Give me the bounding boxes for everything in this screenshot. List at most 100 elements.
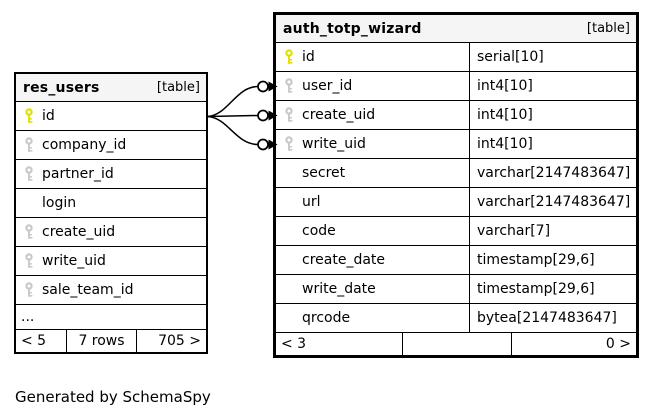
foreign-key-icon [285, 78, 293, 93]
column-row-user_id: user_id int4[10] [276, 72, 636, 101]
truncated-columns-indicator: ... [16, 305, 206, 330]
table-header[interactable]: auth_totp_wizard [table] [276, 15, 636, 43]
key-icon-cell [16, 224, 42, 240]
child-count: 0 > [605, 336, 631, 352]
column-row-partner_id: partner_id [16, 160, 206, 189]
key-icon-cell [16, 253, 42, 269]
column-name: qrcode [302, 310, 351, 326]
column-name-cell: sale_team_id [16, 276, 206, 304]
column-name: create_uid [42, 224, 116, 240]
generator-credit: Generated by SchemaSpy [15, 388, 211, 406]
table-title[interactable]: res_users [23, 79, 100, 96]
foreign-key-icon [25, 224, 33, 239]
column-name-cell: id [16, 102, 206, 130]
column-type: timestamp[29,6] [477, 252, 595, 268]
column-name-cell: url [276, 188, 470, 216]
column-name-cell: write_date [276, 275, 470, 303]
column-type: serial[10] [477, 49, 544, 65]
column-name: code [302, 223, 336, 239]
column-name-cell: qrcode [276, 304, 470, 332]
column-type: varchar[7] [477, 223, 551, 239]
table-footer: < 3 0 > [276, 333, 636, 355]
column-type: bytea[2147483647] [477, 310, 617, 326]
foreign-key-icon [25, 137, 33, 152]
table-footer: < 5 7 rows 705 > [16, 330, 206, 352]
column-row-write_uid: write_uid int4[10] [276, 130, 636, 159]
fk-circle-user-id [257, 80, 269, 93]
column-name: company_id [42, 137, 127, 153]
column-name-cell: code [276, 217, 470, 245]
column-row-company_id: company_id [16, 131, 206, 160]
column-row-login: login [16, 189, 206, 218]
column-name: id [302, 49, 315, 65]
column-type: varchar[2147483647] [477, 165, 631, 181]
key-icon-cell [276, 78, 302, 94]
column-row-create_uid: create_uid [16, 218, 206, 247]
primary-key-icon [285, 49, 293, 64]
column-name-cell: partner_id [16, 160, 206, 188]
table-type-badge: [table] [586, 21, 630, 36]
column-type: varchar[2147483647] [477, 194, 631, 210]
column-name: user_id [302, 78, 353, 94]
table-title[interactable]: auth_totp_wizard [283, 20, 422, 37]
column-name: sale_team_id [42, 282, 134, 298]
column-name: create_date [302, 252, 386, 268]
column-name-cell: write_uid [276, 130, 470, 158]
column-type: int4[10] [477, 107, 533, 123]
column-row-create_date: create_date timestamp[29,6] [276, 246, 636, 275]
parent-count: < 3 [276, 333, 403, 355]
column-name: id [42, 108, 55, 124]
primary-key-icon [25, 108, 33, 123]
column-name-cell: login [16, 189, 206, 217]
foreign-key-icon [285, 136, 293, 151]
column-row-create_uid: create_uid int4[10] [276, 101, 636, 130]
column-name-cell: id [276, 43, 470, 71]
column-row-id: id serial[10] [276, 43, 636, 72]
column-name: url [302, 194, 321, 210]
fk-line-create-uid [207, 114, 259, 118]
fk-line-user-id [207, 85, 259, 118]
column-name-cell: user_id [276, 72, 470, 100]
child-count: 705 > [158, 333, 201, 349]
row-count: 7 rows [67, 330, 137, 352]
spacer-cell [403, 333, 512, 355]
column-row-code: code varchar[7] [276, 217, 636, 246]
column-type: int4[10] [477, 136, 533, 152]
fk-line-write-uid [207, 115, 259, 146]
key-icon-cell [16, 108, 42, 124]
column-name: write_uid [42, 253, 106, 269]
key-icon-cell [276, 107, 302, 123]
table-res-users: res_users [table] id company_id partner_id… [14, 72, 208, 354]
table-auth-totp-wizard: auth_totp_wizard [table] id serial[10] use… [273, 12, 639, 358]
table-header[interactable]: res_users [table] [16, 74, 206, 102]
key-icon-cell [16, 166, 42, 182]
column-row-url: url varchar[2147483647] [276, 188, 636, 217]
column-row-secret: secret varchar[2147483647] [276, 159, 636, 188]
key-icon-cell [16, 137, 42, 153]
column-row-write_uid: write_uid [16, 247, 206, 276]
key-icon-cell [276, 136, 302, 152]
column-row-sale_team_id: sale_team_id [16, 276, 206, 305]
column-name: partner_id [42, 166, 114, 182]
fk-circle-create-uid [257, 109, 269, 122]
column-name: login [42, 195, 77, 211]
key-icon-cell [16, 282, 42, 298]
column-name-cell: create_uid [16, 218, 206, 246]
fk-circle-write-uid [257, 138, 269, 151]
column-name-cell: company_id [16, 131, 206, 159]
column-name: write_uid [302, 136, 366, 152]
column-name-cell: create_date [276, 246, 470, 274]
parent-count: < 5 [16, 330, 67, 352]
key-icon-cell [276, 49, 302, 65]
column-name-cell: create_uid [276, 101, 470, 129]
column-row-qrcode: qrcode bytea[2147483647] [276, 304, 636, 333]
foreign-key-icon [25, 166, 33, 181]
column-name-cell: secret [276, 159, 470, 187]
column-type: int4[10] [477, 78, 533, 94]
foreign-key-icon [285, 107, 293, 122]
column-name: secret [302, 165, 346, 181]
